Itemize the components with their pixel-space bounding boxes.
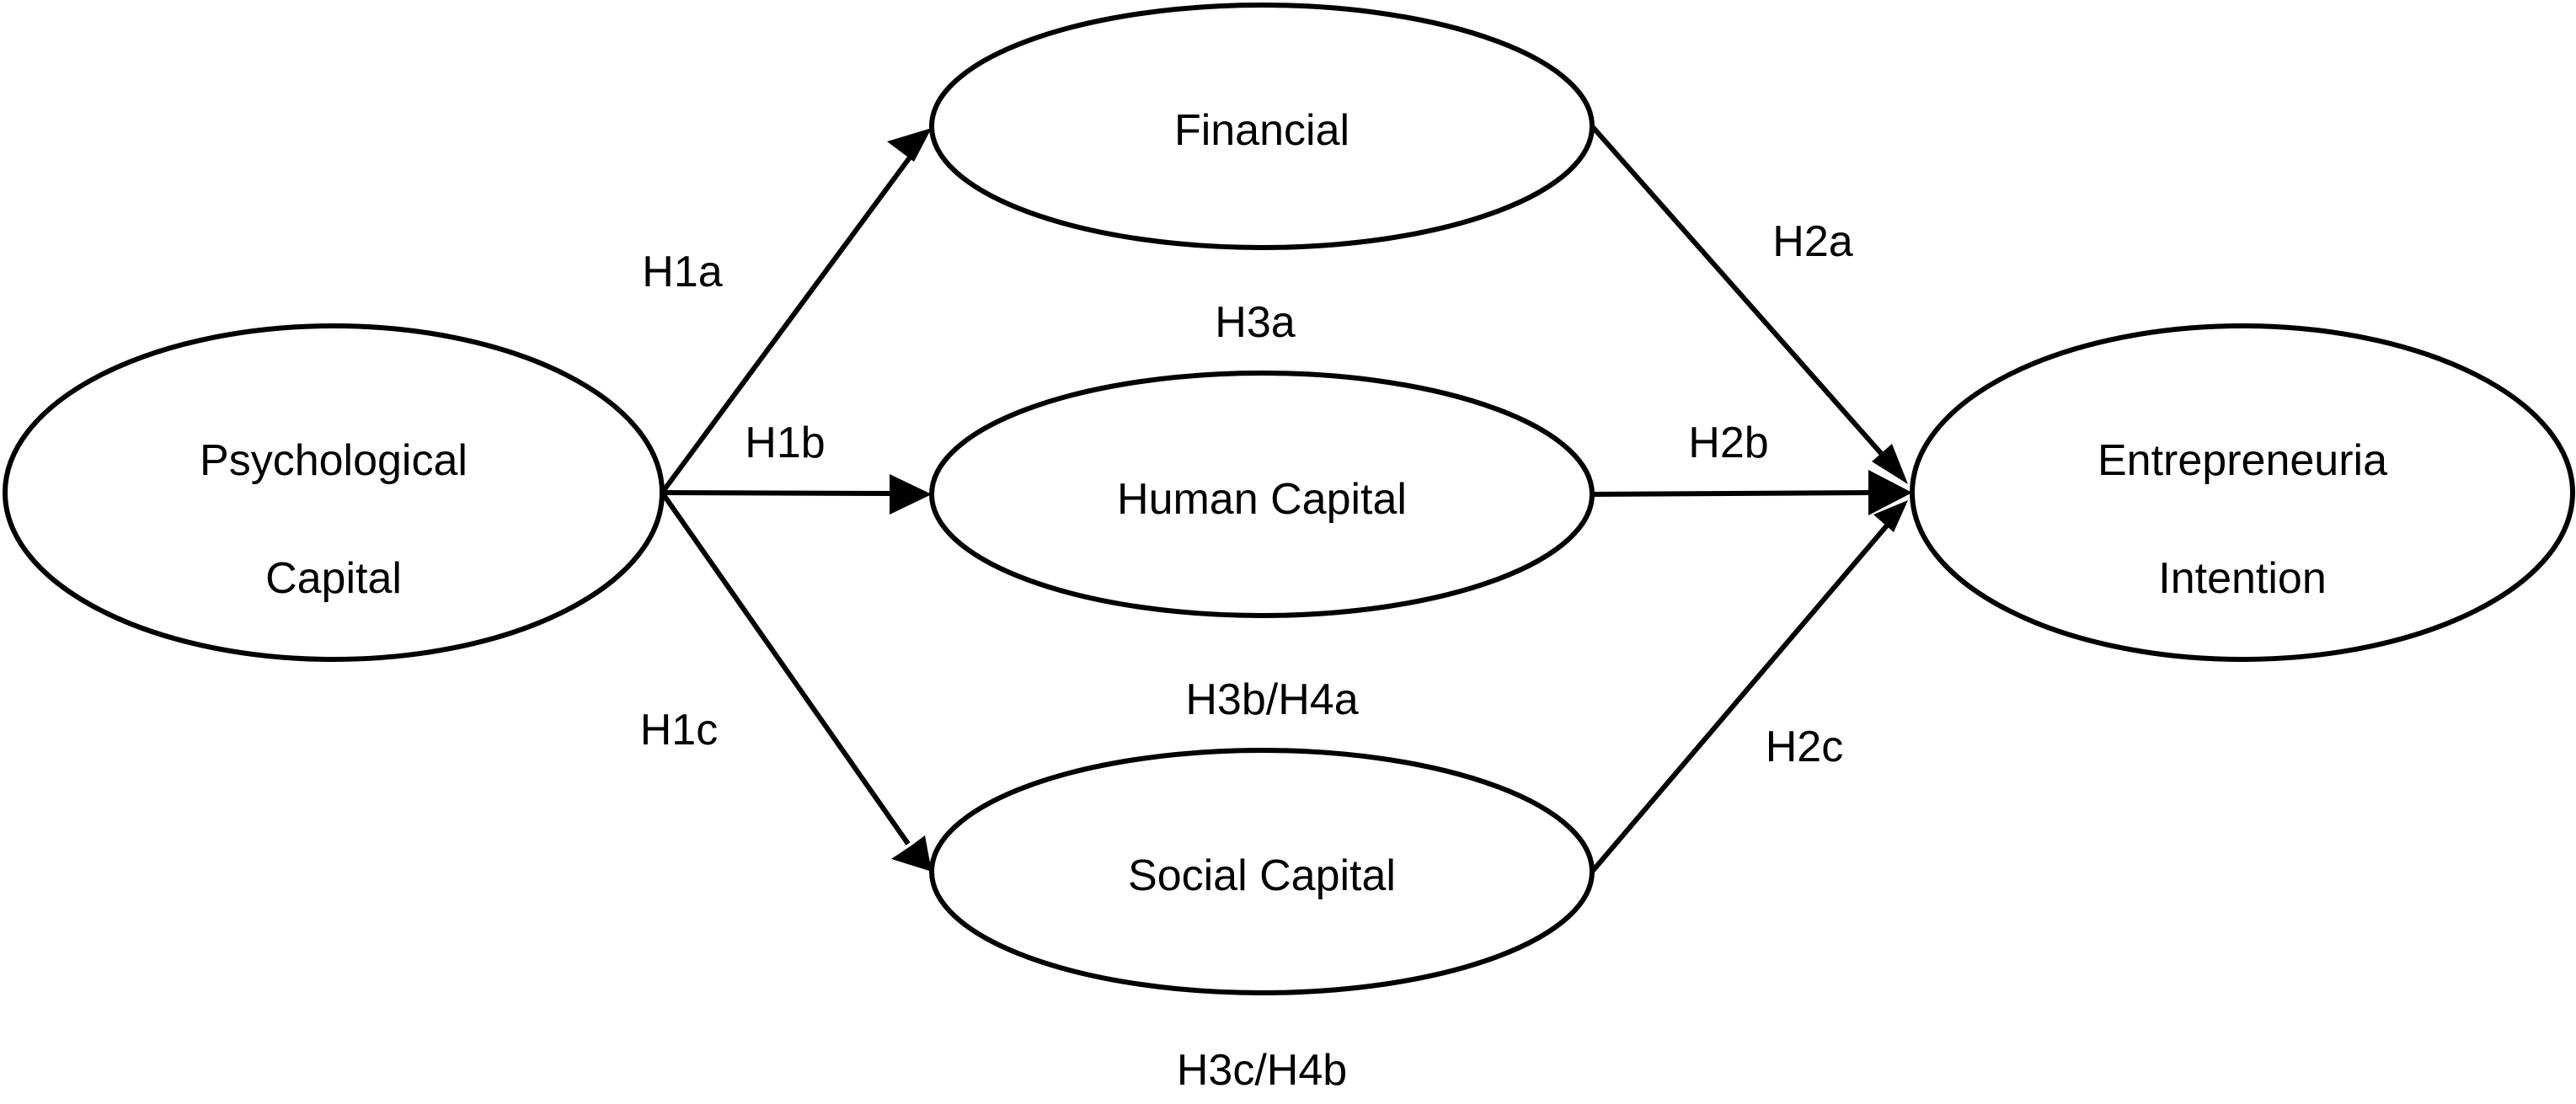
node-financial: Financial: [929, 3, 1595, 250]
node-social-capital-shape: [929, 748, 1595, 995]
arrowhead-human: [890, 474, 932, 515]
arrowhead-social: [891, 835, 932, 872]
edge-label-h2b: H2b: [1688, 419, 1768, 467]
node-social-capital: Social Capital: [929, 748, 1595, 995]
edge-label-h1c: H1c: [640, 706, 718, 755]
edge-label-h1a: H1a: [642, 248, 722, 296]
edge-financial-to-intention: [1590, 125, 1888, 460]
node-psychological-capital-label-line1: Psychological: [200, 436, 468, 485]
node-human-capital-label: Human Capital: [1117, 475, 1407, 524]
edge-human-to-intention: [1591, 490, 1873, 497]
node-financial-shape: [929, 3, 1595, 250]
node-psychological-capital-label-line2: Capital: [265, 554, 402, 603]
node-entrepreneurial-intention-label-line2: Intention: [2158, 554, 2327, 603]
edge-label-h1b: H1b: [745, 419, 825, 467]
edge-label-h3a: H3a: [1215, 298, 1295, 347]
edges: [660, 125, 1912, 873]
arrowhead-intention-middle: [1868, 470, 1912, 515]
edge-label-h3c-h4b: H3c/H4b: [1177, 1046, 1347, 1095]
edge-label-h2c: H2c: [1766, 723, 1843, 771]
node-entrepreneurial-intention-label-line1: Entrepreneuria: [2098, 436, 2387, 485]
edge-psych-to-social: [660, 491, 911, 845]
node-financial-label: Financial: [1174, 106, 1349, 155]
edge-social-to-intention: [1590, 524, 1889, 873]
arrowhead-financial: [887, 128, 932, 162]
node-psychological-capital: Psychological Capital: [3, 323, 665, 662]
arrowhead-intention-top: [1872, 444, 1908, 484]
edge-label-h3b-h4a: H3b/H4a: [1185, 675, 1358, 724]
edge-labels: H1a H1b H1c H2a H2b H2c H3a H3b/H4a H3c/…: [640, 217, 1853, 1095]
node-entrepreneurial-intention-shape: [1910, 323, 2575, 662]
arrowhead-intention-bottom: [1873, 500, 1908, 532]
node-human-capital-shape: [929, 371, 1595, 618]
edge-label-h2a: H2a: [1772, 217, 1852, 266]
node-human-capital: Human Capital: [929, 371, 1595, 618]
node-social-capital-label: Social Capital: [1128, 851, 1396, 900]
node-psychological-capital-shape: [3, 323, 665, 662]
edge-psych-to-financial: [660, 156, 912, 494]
node-entrepreneurial-intention: Entrepreneuria Intention: [1910, 323, 2575, 662]
